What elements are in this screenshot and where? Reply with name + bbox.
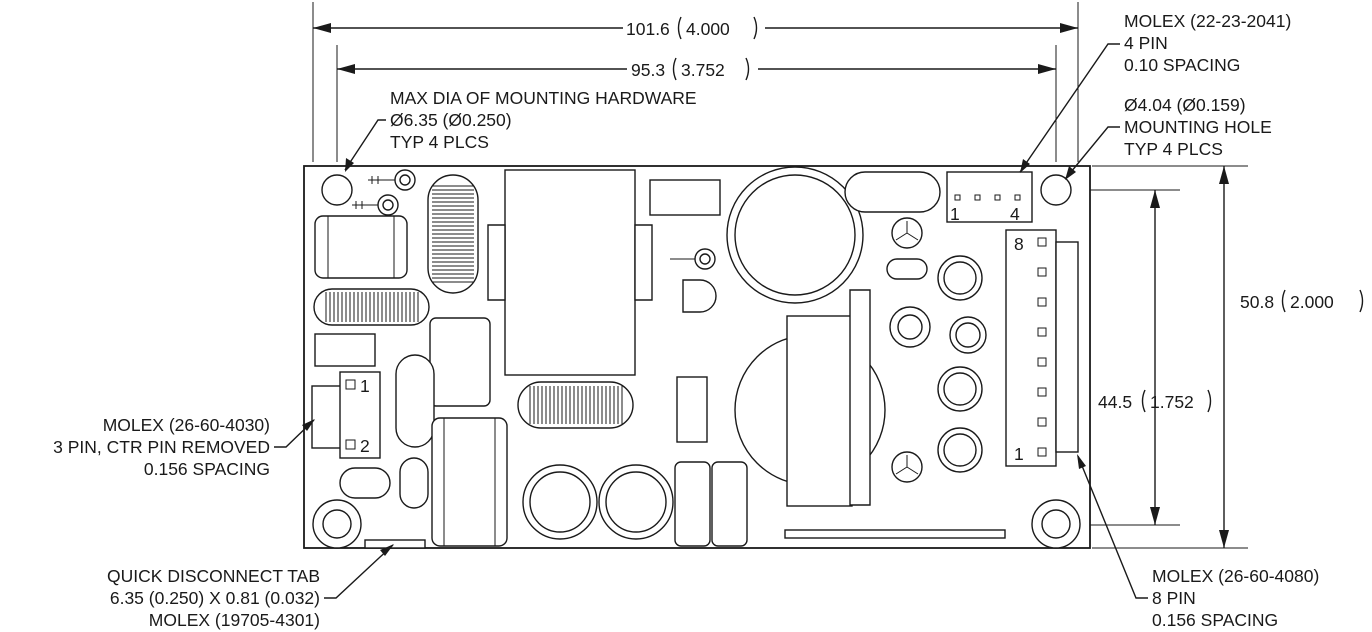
pcb-components: 1 2 (311, 166, 1079, 549)
svg-text:MOLEX (26-60-4030): MOLEX (26-60-4030) (103, 415, 270, 435)
connector-8pin (1005, 229, 1057, 467)
j3-pin-1-label: 1 (360, 376, 370, 396)
j3-pin-2-label: 2 (360, 436, 370, 456)
callout-molex-8pin: MOLEX (26-60-4080) 8 PIN 0.156 SPACING (1077, 454, 1319, 630)
svg-text:4 PIN: 4 PIN (1124, 33, 1168, 53)
mounting-holes (312, 174, 1081, 549)
svg-text:QUICK DISCONNECT TAB: QUICK DISCONNECT TAB (107, 566, 320, 586)
callout-mounting-hardware: MAX DIA OF MOUNTING HARDWARE Ø6.35 (Ø0.2… (344, 88, 697, 172)
dim-hole-spacing-width-in: 3.752 (681, 60, 725, 80)
dim-hole-spacing-width-mm: 95.3 (631, 60, 665, 80)
callout-molex-3pin: MOLEX (26-60-4030) 3 PIN, CTR PIN REMOVE… (53, 415, 315, 479)
svg-text:6.35 (0.250) X 0.81 (0.032): 6.35 (0.250) X 0.81 (0.032) (110, 588, 320, 608)
dimension-hole-spacing-width: 95.3 3.752 (336, 45, 1057, 162)
j8-pin-8-label: 8 (1014, 234, 1024, 254)
svg-text:MOLEX (19705-4301): MOLEX (19705-4301) (149, 610, 320, 630)
svg-text:Ø6.35 (Ø0.250): Ø6.35 (Ø0.250) (390, 110, 512, 130)
svg-text:Ø4.04 (Ø0.159): Ø4.04 (Ø0.159) (1124, 95, 1246, 115)
dim-hole-spacing-height-in: 1.752 (1150, 392, 1194, 412)
callout-molex-4pin: MOLEX (22-23-2041) 4 PIN 0.10 SPACING (1019, 11, 1291, 173)
j4-pin-4-label: 4 (1010, 204, 1020, 224)
svg-text:8 PIN: 8 PIN (1152, 588, 1196, 608)
svg-text:0.156 SPACING: 0.156 SPACING (144, 459, 270, 479)
svg-text:0.156 SPACING: 0.156 SPACING (1152, 610, 1278, 630)
j8-pin-1-label: 1 (1014, 444, 1024, 464)
mounting-hole-top-left (321, 174, 353, 206)
quick-disconnect-tab (364, 539, 426, 549)
svg-text:MOLEX (22-23-2041): MOLEX (22-23-2041) (1124, 11, 1291, 31)
svg-text:3 PIN, CTR PIN REMOVED: 3 PIN, CTR PIN REMOVED (53, 437, 270, 457)
svg-text:MAX DIA OF MOUNTING HARDWARE: MAX DIA OF MOUNTING HARDWARE (390, 88, 697, 108)
dimension-overall-height: 50.8 2.000 (1092, 165, 1364, 549)
svg-text:TYP 4 PLCS: TYP 4 PLCS (1124, 139, 1223, 159)
j4-pin-1-label: 1 (950, 204, 960, 224)
dim-overall-width-in: 4.000 (686, 19, 730, 39)
dimension-overall-width: 101.6 4.000 (312, 2, 1079, 162)
dim-overall-height-mm: 50.8 (1240, 292, 1274, 312)
callout-quick-disconnect: QUICK DISCONNECT TAB 6.35 (0.250) X 0.81… (107, 544, 394, 630)
svg-text:MOLEX (26-60-4080): MOLEX (26-60-4080) (1152, 566, 1319, 586)
svg-text:0.10 SPACING: 0.10 SPACING (1124, 55, 1240, 75)
svg-text:TYP 4 PLCS: TYP 4 PLCS (390, 132, 489, 152)
connector-4pin (946, 171, 1033, 223)
dimension-hole-spacing-height: 44.5 1.752 (1080, 189, 1212, 526)
callout-mounting-hole: Ø4.04 (Ø0.159) MOUNTING HOLE TYP 4 PLCS (1065, 95, 1272, 180)
dim-overall-width-mm: 101.6 (626, 19, 670, 39)
mounting-hole-top-right (1040, 174, 1072, 206)
svg-text:MOUNTING HOLE: MOUNTING HOLE (1124, 117, 1272, 137)
dim-hole-spacing-height-mm: 44.5 (1098, 392, 1132, 412)
dim-overall-height-in: 2.000 (1290, 292, 1334, 312)
